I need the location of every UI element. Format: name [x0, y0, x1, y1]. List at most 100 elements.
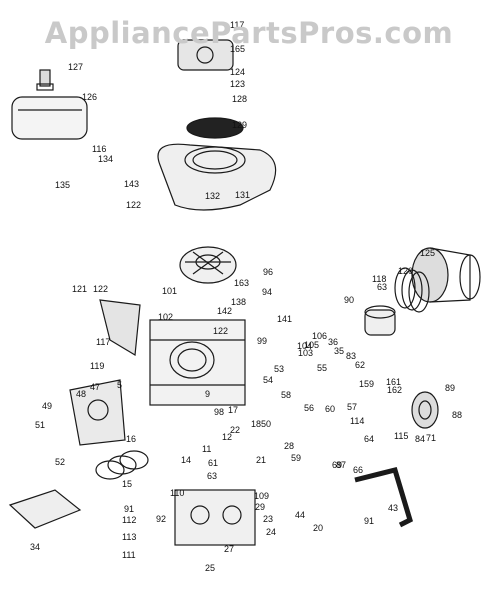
recoil-starter-165: [177, 39, 234, 71]
callout-112: 112: [122, 515, 136, 525]
callout-89: 89: [445, 383, 455, 393]
rotating-screen-129: [186, 117, 244, 139]
callout-63: 63: [207, 471, 217, 481]
plate-166: [8, 489, 82, 529]
callout-87: 87: [336, 460, 346, 470]
callout-22: 22: [230, 425, 240, 435]
callout-34: 34: [30, 542, 40, 552]
callout-11: 11: [202, 444, 211, 454]
callout-159: 159: [359, 379, 374, 389]
callout-18: 18: [251, 419, 261, 429]
callout-161: 161: [386, 377, 401, 387]
callout-122: 122: [213, 326, 228, 336]
callout-12: 12: [222, 432, 232, 442]
callout-50: 50: [261, 419, 271, 429]
gasket-117: [99, 299, 141, 357]
callout-49: 49: [42, 401, 52, 411]
crankcase-cover: [69, 379, 126, 446]
callout-44: 44: [295, 510, 305, 520]
callout-99: 99: [257, 336, 267, 346]
muffler-126: [11, 69, 88, 140]
callout-23: 23: [263, 514, 273, 524]
callout-165: 165: [230, 44, 245, 54]
cylinder-block: [149, 319, 246, 406]
callout-54: 54: [263, 375, 273, 385]
callout-103: 103: [298, 348, 313, 358]
callout-117: 117: [96, 337, 110, 347]
callout-122: 122: [126, 200, 141, 210]
callout-21: 21: [256, 455, 266, 465]
callout-128: 128: [232, 94, 247, 104]
callout-115: 115: [394, 431, 408, 441]
callout-17: 17: [228, 405, 238, 415]
callout-62: 62: [355, 360, 365, 370]
callout-43: 43: [388, 503, 398, 513]
callout-91: 91: [124, 504, 134, 514]
callout-94: 94: [262, 287, 272, 297]
callout-118: 118: [372, 274, 386, 284]
callout-88: 88: [452, 410, 462, 420]
callout-116: 116: [92, 144, 106, 154]
callout-90: 90: [344, 295, 354, 305]
callout-96: 96: [263, 267, 273, 277]
callout-71: 71: [426, 433, 436, 443]
callout-58: 58: [281, 390, 291, 400]
callout-labels: 1271261161341351171651241231281291431221…: [30, 20, 462, 573]
callout-126: 126: [82, 92, 97, 102]
callout-142: 142: [217, 306, 232, 316]
callout-20: 20: [313, 523, 323, 533]
callout-66: 66: [353, 465, 363, 475]
callout-29: 29: [255, 502, 265, 512]
callout-143: 143: [124, 179, 139, 189]
callout-163: 163: [234, 278, 249, 288]
callout-127: 127: [68, 62, 83, 72]
callout-14: 14: [181, 455, 191, 465]
callout-109: 109: [254, 491, 269, 501]
callout-57: 57: [347, 402, 357, 412]
callout-48: 48: [76, 389, 86, 399]
piston-rings-120: [394, 267, 430, 313]
callout-101: 101: [162, 286, 177, 296]
callout-110: 110: [170, 488, 184, 498]
callout-9: 9: [205, 389, 210, 399]
callout-91: 91: [364, 516, 374, 526]
callout-92: 92: [156, 514, 166, 524]
callout-98: 98: [214, 407, 224, 417]
callout-60: 60: [325, 404, 335, 414]
callout-120: 120: [398, 266, 413, 276]
callout-129: 129: [232, 120, 247, 130]
carburetor: [174, 489, 256, 546]
gear-89: [411, 391, 439, 429]
callout-69: 69: [332, 460, 342, 470]
callout-36: 36: [328, 337, 338, 347]
callout-104: 104: [297, 341, 312, 351]
callout-114: 114: [350, 416, 364, 426]
flywheel-163: [179, 246, 237, 284]
callout-141: 141: [277, 314, 292, 324]
callout-102: 102: [158, 312, 173, 322]
gasket-rings-15: [95, 450, 149, 480]
callout-105: 105: [304, 340, 319, 350]
callout-51: 51: [35, 420, 45, 430]
callout-61: 61: [208, 458, 218, 468]
callout-124: 124: [230, 67, 245, 77]
callout-27: 27: [224, 544, 234, 554]
callout-35: 35: [334, 346, 344, 356]
callout-122: 122: [93, 284, 108, 294]
callout-135: 135: [55, 180, 70, 190]
callout-162: 162: [387, 385, 402, 395]
callout-53: 53: [274, 364, 284, 374]
callout-131: 131: [235, 190, 250, 200]
callout-56: 56: [304, 403, 314, 413]
piston-90: [364, 305, 396, 336]
callout-28: 28: [284, 441, 294, 451]
callout-55: 55: [317, 363, 327, 373]
callout-25: 25: [205, 563, 215, 573]
callout-63: 63: [377, 282, 387, 292]
callout-125: 125: [420, 248, 435, 258]
callout-119: 119: [90, 361, 104, 371]
callout-24: 24: [266, 527, 276, 537]
crankshaft-20: [354, 466, 413, 528]
callout-15: 15: [122, 479, 132, 489]
